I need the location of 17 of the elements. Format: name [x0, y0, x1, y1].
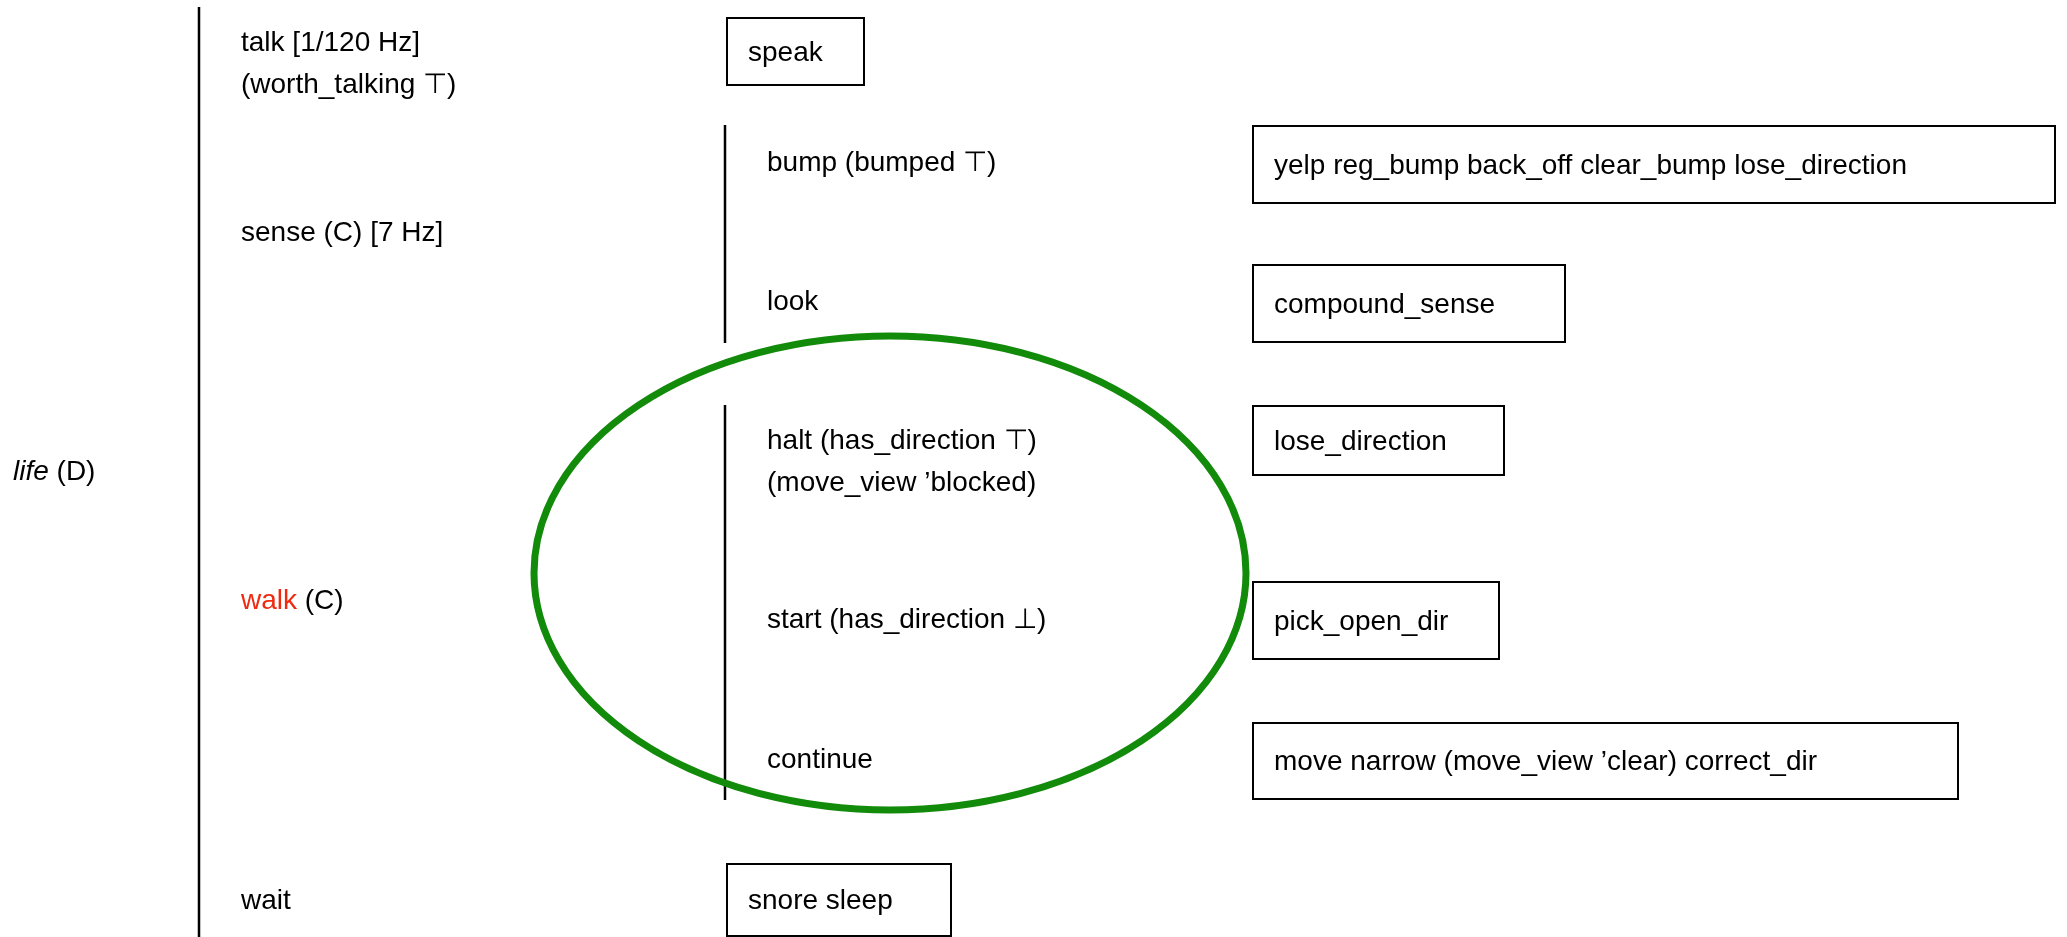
action-box: pick_open_dir [1252, 581, 1500, 660]
element-label: bump (bumped ⊤) [767, 145, 998, 179]
action-box: move narrow (move_view ’clear) correct_dir [1252, 722, 1959, 800]
drive-label: life (D) [13, 454, 97, 488]
competence-label: walk (C) [241, 583, 345, 617]
action-box: compound_sense [1252, 264, 1566, 343]
action-box: speak [726, 17, 865, 86]
element-label: start (has_direction ⊥) [767, 602, 1048, 636]
competence-label: talk [1/120 Hz] (worth_talking ⊤) [241, 25, 458, 101]
element-label: halt (has_direction ⊤) (move_view ’blocked) [767, 423, 1038, 499]
action-box: lose_direction [1252, 405, 1505, 476]
element-label: look [767, 284, 820, 318]
action-box: snore sleep [726, 863, 952, 937]
competence-label: wait [241, 883, 292, 917]
element-label: continue [767, 742, 874, 776]
competence-label: sense (C) [7 Hz] [241, 215, 445, 249]
action-box: yelp reg_bump back_off clear_bump lose_direction [1252, 125, 2056, 204]
